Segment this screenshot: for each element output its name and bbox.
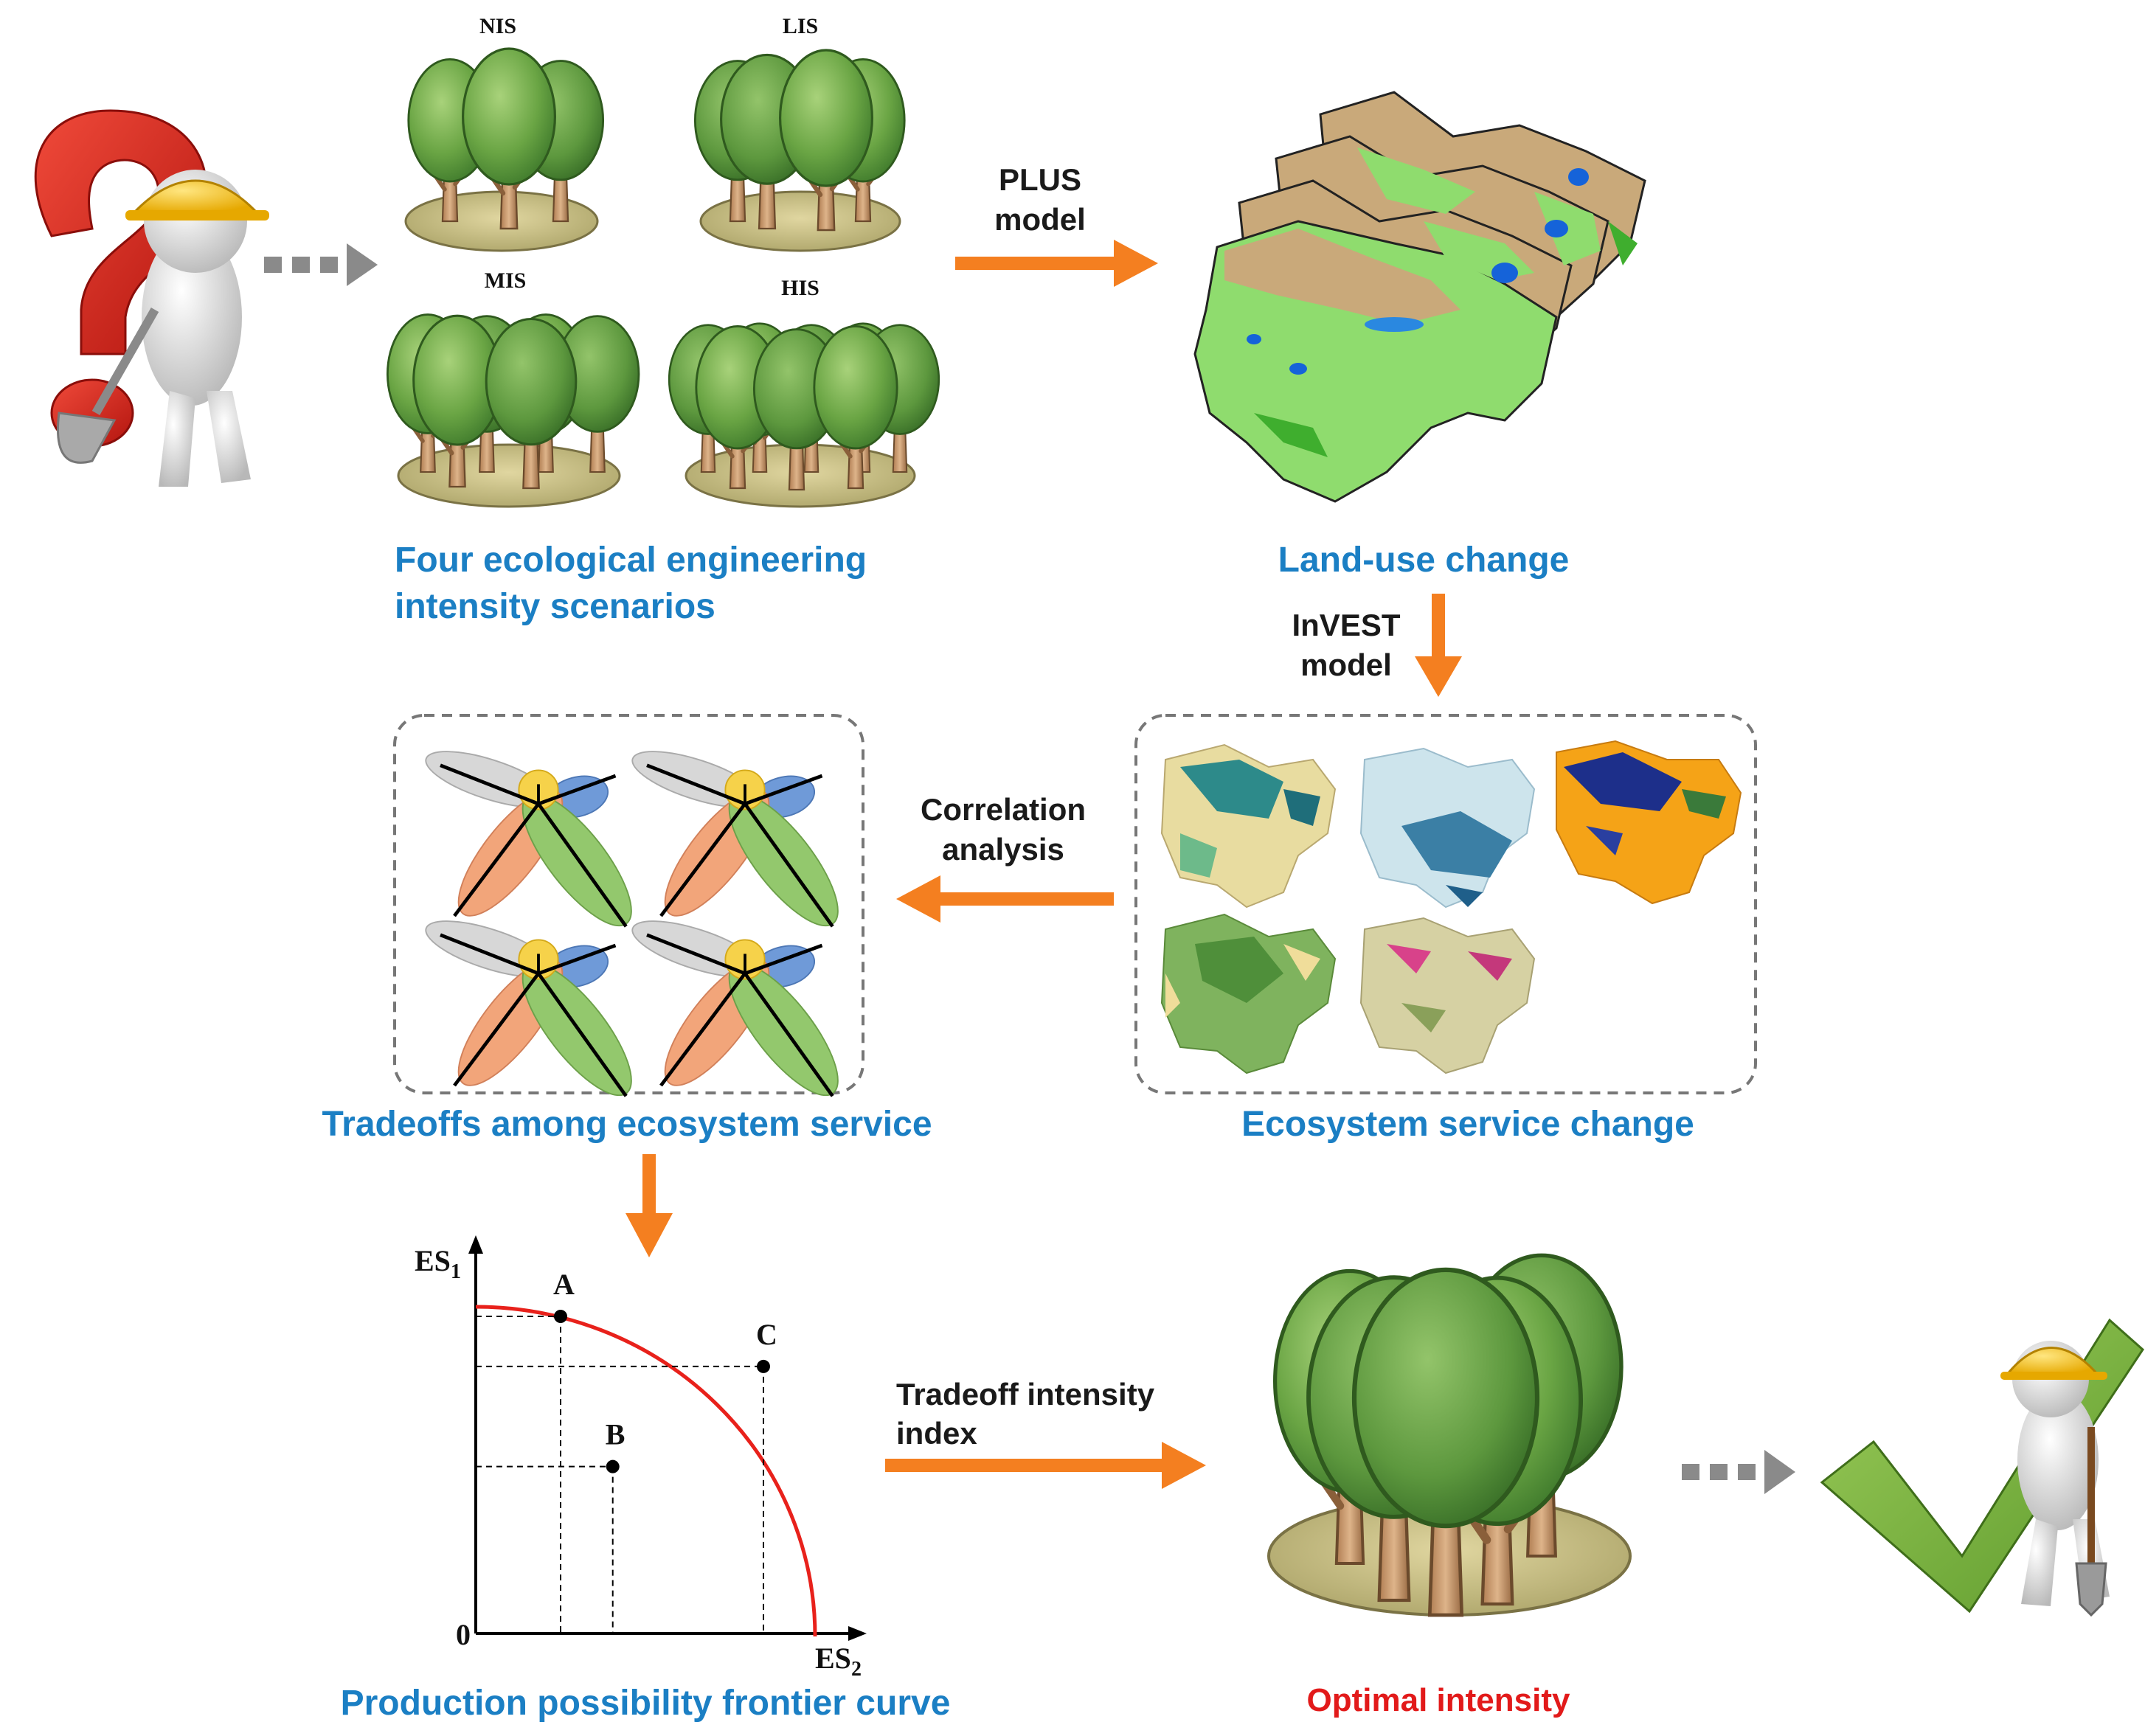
scenario-lis: LIS — [693, 14, 904, 252]
scenarios-caption-line2: intensity scenarios — [395, 587, 715, 626]
invest-model-label-line2: model — [1300, 647, 1392, 682]
ppf-x-axis-label: ES2 — [815, 1642, 862, 1681]
correlation-label-line1: Correlation — [921, 792, 1086, 827]
dotted-arrow-start — [264, 243, 378, 286]
tradeoff-index-label-line1: Tradeoff intensity — [896, 1377, 1155, 1412]
arrow-to-ppf — [626, 1154, 673, 1257]
ppf-point-c — [757, 1359, 770, 1373]
tradeoffs-caption: Tradeoffs among ecosystem service — [322, 1105, 932, 1144]
ppf-chart: ES1 ES2 0 A B C — [415, 1235, 867, 1681]
land-use-map-stack — [1193, 91, 1646, 503]
ppf-point-b — [606, 1459, 620, 1473]
worker-with-checkmark-icon — [1820, 1318, 2144, 1617]
tradeoff-glyph-4 — [626, 910, 855, 1111]
es-map-4 — [1160, 913, 1337, 1074]
arrow-plus-model — [955, 240, 1158, 287]
scenarios-caption-line1: Four ecological engineering — [395, 541, 867, 580]
land-use-caption: Land-use change — [1278, 541, 1570, 580]
plus-model-label-line2: model — [994, 202, 1086, 237]
tradeoffs-box — [393, 714, 864, 1094]
es-map-5 — [1359, 917, 1536, 1074]
scenario-label-lis: LIS — [783, 14, 818, 38]
arrow-tradeoff-index — [885, 1442, 1206, 1489]
arrow-correlation — [896, 875, 1114, 923]
tradeoff-index-label-line2: index — [896, 1416, 977, 1451]
worker-with-question-mark-icon — [34, 109, 269, 487]
tradeoff-glyph-3 — [420, 910, 648, 1111]
ppf-point-label-a: A — [553, 1268, 575, 1301]
scenario-label-nis: NIS — [479, 14, 516, 38]
scenario-mis: MIS — [387, 268, 640, 508]
ecosystem-service-box — [1134, 714, 1757, 1094]
scenario-nis: NIS — [404, 14, 605, 252]
scenario-his: HIS — [668, 276, 940, 508]
dotted-arrow-end — [1682, 1450, 1795, 1494]
invest-model-label-line1: InVEST — [1292, 608, 1400, 642]
ecosystem-change-caption: Ecosystem service change — [1241, 1105, 1694, 1144]
tradeoff-glyph-2 — [626, 740, 855, 941]
ppf-y-axis-label: ES1 — [415, 1244, 461, 1283]
tradeoff-glyph-1 — [420, 740, 648, 941]
ppf-caption: Production possibility frontier curve — [341, 1684, 951, 1723]
optimal-intensity-trees — [1267, 1255, 1632, 1615]
es-map-1 — [1160, 743, 1337, 909]
ppf-point-a — [554, 1310, 567, 1323]
scenario-label-mis: MIS — [485, 268, 527, 293]
es-map-2 — [1359, 747, 1536, 909]
arrow-invest-model — [1415, 594, 1462, 697]
es-map-3 — [1556, 740, 1742, 905]
optimal-intensity-caption: Optimal intensity — [1307, 1682, 1570, 1718]
correlation-label-line2: analysis — [942, 832, 1064, 867]
plus-model-label-line1: PLUS — [999, 162, 1081, 197]
scenario-label-his: HIS — [781, 276, 819, 300]
ppf-point-label-c: C — [756, 1318, 777, 1351]
ppf-origin-label: 0 — [456, 1618, 471, 1651]
ppf-point-label-b: B — [606, 1418, 626, 1451]
